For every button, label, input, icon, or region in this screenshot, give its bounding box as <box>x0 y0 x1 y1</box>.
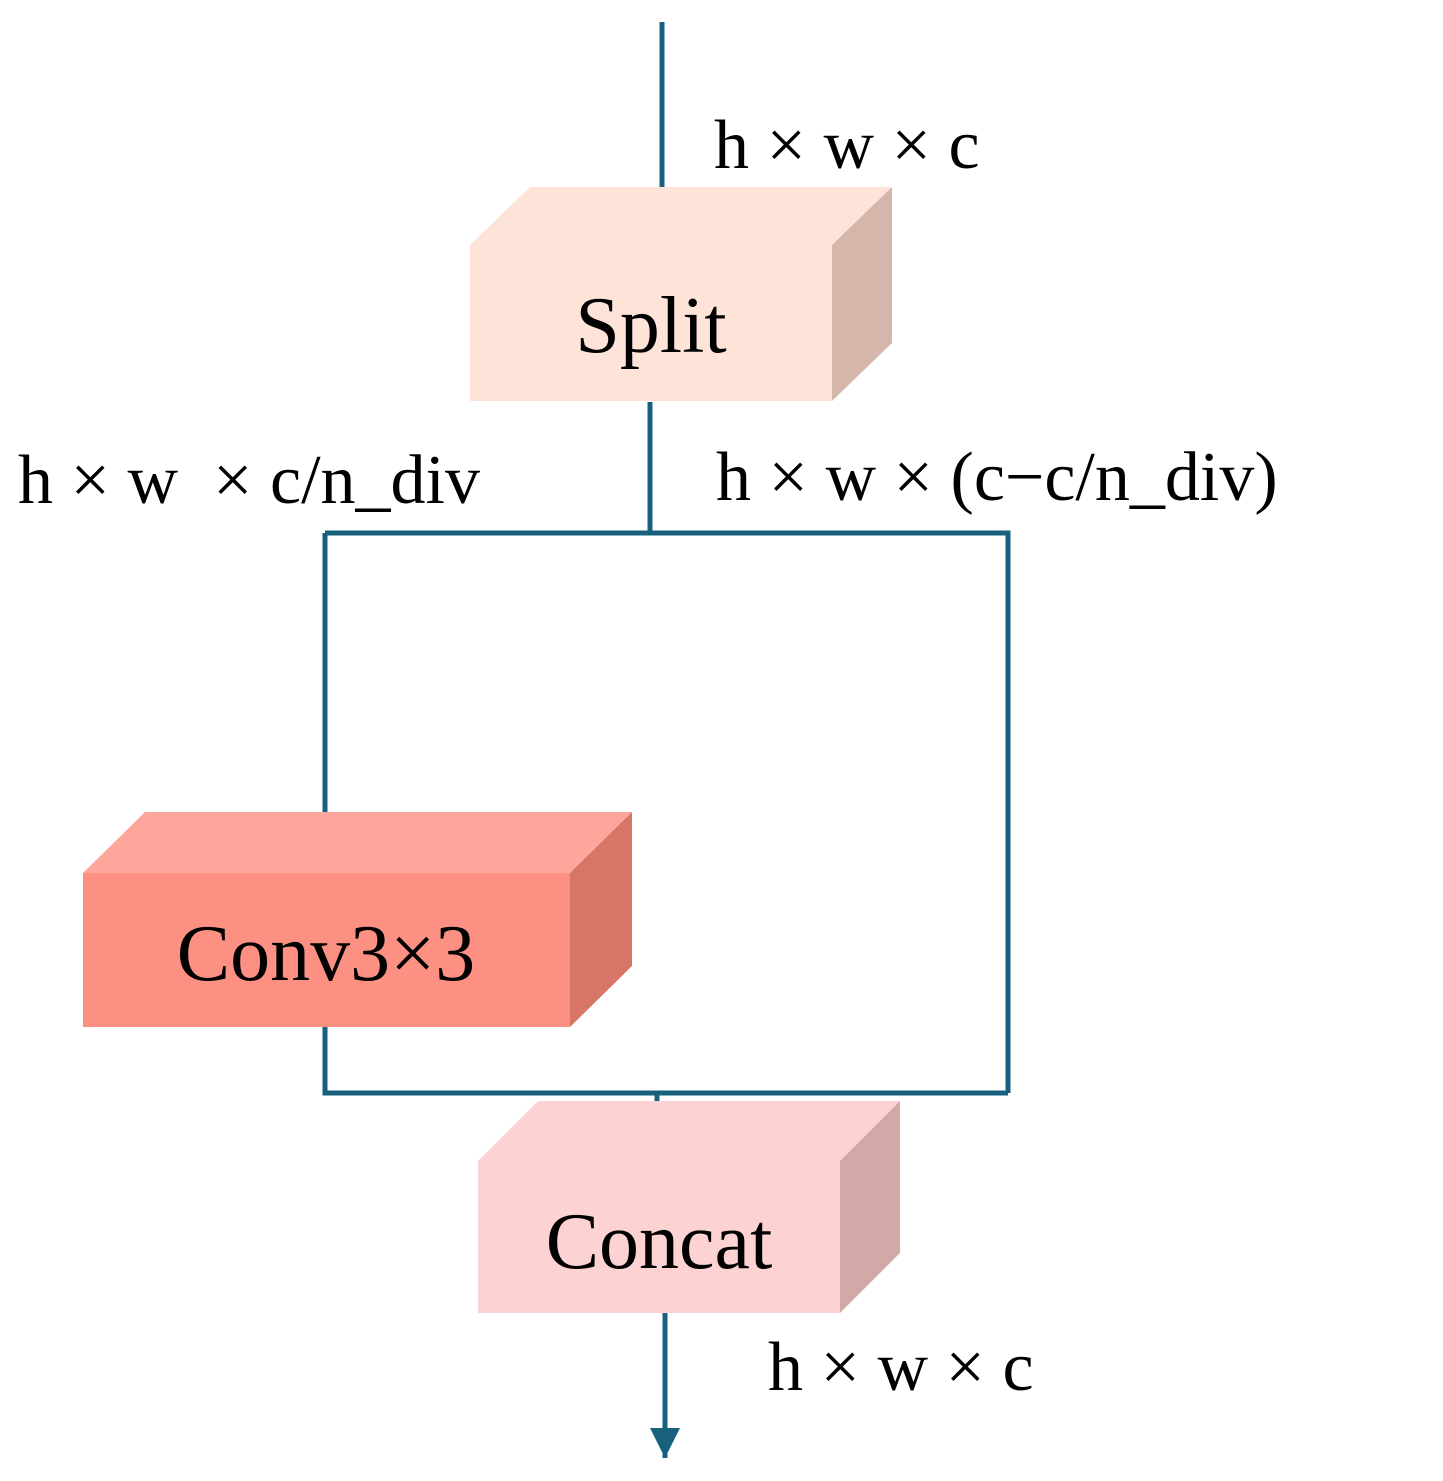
split-block-front <box>470 245 832 401</box>
conv-block-side <box>570 812 632 1027</box>
split-block: Split <box>470 187 892 401</box>
conv-block: Conv3×3 <box>83 812 632 1027</box>
split-block-side <box>832 187 892 401</box>
conv-block-top <box>83 812 632 873</box>
input-dim-label: h × w × c <box>714 107 980 184</box>
concat-label: Concat <box>546 1198 773 1286</box>
concat-block-side <box>840 1101 900 1313</box>
split-label: Split <box>575 282 726 370</box>
right-branch-dim-label: h × w × (c−c/n_div) <box>716 439 1278 516</box>
concat-block: Concat <box>478 1101 900 1313</box>
conv-label: Conv3×3 <box>177 910 475 998</box>
merge-bar <box>322 1027 1008 1096</box>
split-block-top <box>470 187 892 245</box>
concat-block-front <box>478 1161 840 1313</box>
concat-block-top <box>478 1101 900 1161</box>
split-branch-bar <box>325 530 1011 1093</box>
conv-block-front <box>83 873 570 1027</box>
left-branch-dim-label: h × w × c/n_div <box>18 442 480 519</box>
output-dim-label: h × w × c <box>768 1329 1034 1406</box>
